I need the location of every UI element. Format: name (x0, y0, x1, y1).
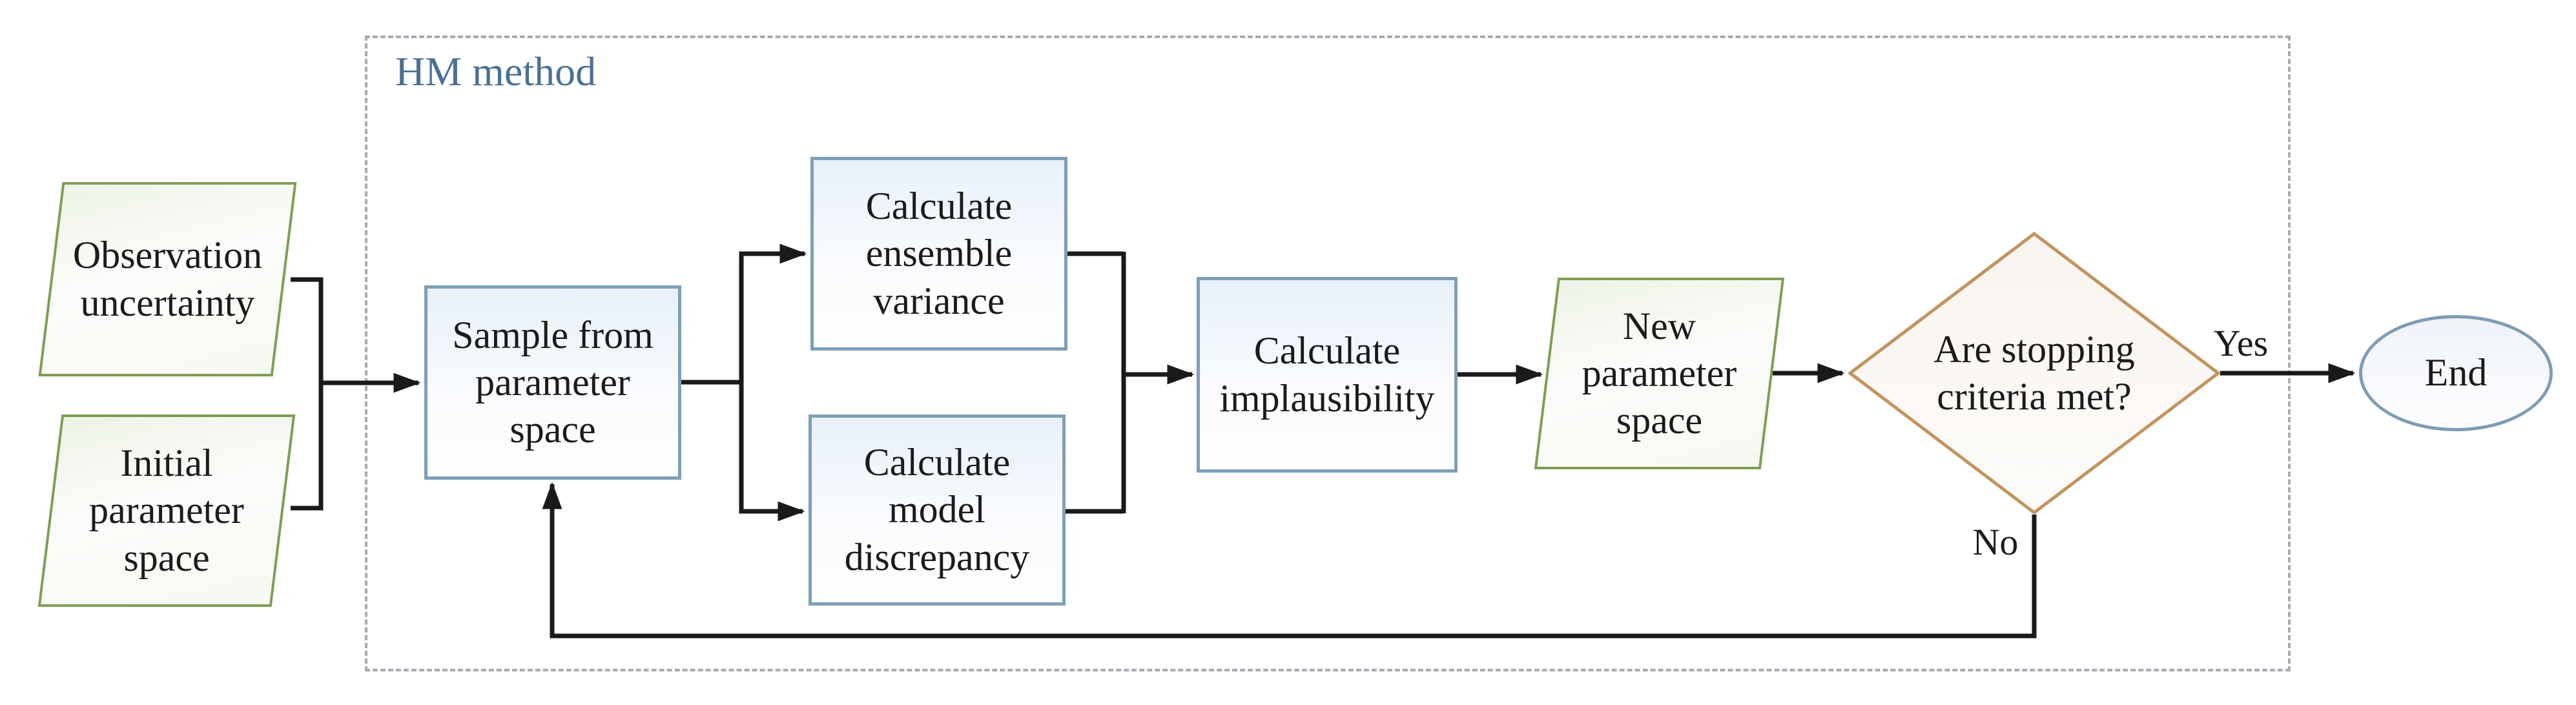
node-sample-from-parameter-space: Sample from parameter space (424, 285, 681, 480)
node-label-calculate-implausibility: Calculate implausibility (1219, 329, 1435, 420)
node-calculate-model-discrepancy: Calculate model discrepancy (809, 414, 1066, 606)
process-shape (809, 414, 1066, 606)
edge-decision-no-feedback (542, 482, 2037, 639)
node-label-observation-uncertainty: Observation uncertainty (72, 234, 263, 324)
node-calculate-implausibility: Calculate implausibility (1197, 277, 1458, 473)
hm-method-group-label: HM method (395, 48, 597, 94)
node-label-calculate-ensemble-variance: Calculate ensemble variance (865, 185, 1013, 322)
edge-initial-to-junction (291, 383, 324, 511)
edge-label-no: No (1972, 521, 2019, 563)
edge-label-yes: Yes (2213, 322, 2269, 364)
node-label-calculate-model-discrepancy: Calculate model discrepancy (844, 441, 1030, 578)
node-label-end: End (2424, 351, 2488, 394)
node-label-new-parameter-space: New parameter space (1582, 304, 1737, 442)
node-new-parameter-space: New parameter space (1534, 278, 1785, 469)
terminator-ellipse-shape (2359, 315, 2553, 431)
node-end: End (2359, 315, 2553, 431)
edge-split-to-ensemble (739, 243, 807, 382)
decision-diamond-shape (1848, 232, 2220, 515)
node-calculate-ensemble-variance: Calculate ensemble variance (810, 157, 1067, 351)
node-stopping-criteria: Are stopping criteria met? (1848, 232, 2220, 515)
node-observation-uncertainty: Observation uncertainty (38, 182, 297, 376)
edge-observation-to-junction (291, 277, 324, 383)
hm-method-group-box (365, 36, 2291, 671)
node-label-initial-parameter-space: Initial parameter space (89, 442, 244, 579)
process-shape (1197, 277, 1458, 473)
node-initial-parameter-space: Initial parameter space (37, 414, 296, 607)
node-label-stopping-criteria: Are stopping criteria met? (1933, 327, 2135, 418)
process-shape (424, 285, 681, 480)
edge-split-to-discrepancy (739, 382, 805, 522)
process-shape (810, 157, 1067, 351)
node-label-sample-from-parameter-space: Sample from parameter space (452, 313, 654, 451)
